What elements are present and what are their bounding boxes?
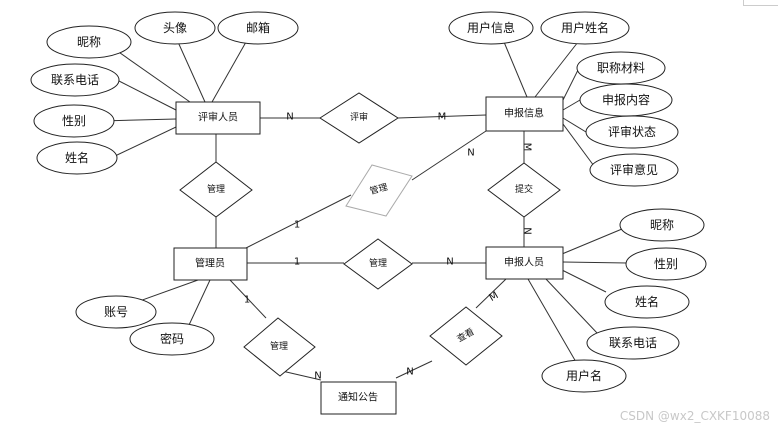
entity-label: 申报人员: [504, 256, 544, 269]
relationship-label: 评审: [350, 111, 368, 123]
relationship-manage-reviewer: 管理: [179, 161, 253, 218]
attribute-admin-account: 账号: [75, 295, 157, 329]
attribute-applicant-phone: 联系电话: [586, 326, 680, 360]
attribute-reviewer-email: 邮箱: [217, 11, 299, 45]
entity-notice: 通知公告: [320, 381, 397, 415]
attribute-label: 昵称: [650, 218, 674, 232]
attribute-label: 用户姓名: [561, 20, 609, 35]
entity-label: 通知公告: [338, 391, 378, 404]
attribute-label: 昵称: [77, 35, 101, 49]
relationship-manage-notice: 管理: [243, 317, 316, 377]
cardinality-label: N: [522, 227, 533, 234]
relationship-manage-applicant: 管理: [343, 238, 413, 290]
entity-admin: 管理员: [173, 247, 248, 281]
entity-application: 申报信息: [485, 96, 564, 132]
cardinality-label: N: [286, 112, 293, 123]
cardinality-labels: N M 1 N M N 1 N 1 N M N: [244, 112, 533, 382]
attribute-reviewer-phone: 联系电话: [30, 63, 120, 97]
entity-label: 申报信息: [504, 107, 544, 120]
relationship-submit: 提交: [487, 162, 561, 218]
relationship-manage-application: 管理: [345, 164, 413, 217]
cardinality-label: N: [406, 367, 413, 378]
attribute-label: 密码: [160, 331, 184, 346]
attribute-app-user-name: 用户姓名: [540, 11, 630, 45]
entity-label: 管理员: [195, 257, 225, 270]
relationship-review: 评审: [319, 92, 399, 144]
relationship-label: 提交: [515, 183, 533, 195]
entity-label: 评审人员: [198, 111, 238, 124]
cardinality-label: N: [467, 148, 474, 159]
attribute-reviewer-nickname: 昵称: [46, 25, 132, 59]
watermark: CSDN @wx2_CXKF10088: [619, 409, 770, 423]
attribute-app-review-status: 评审状态: [585, 115, 679, 149]
cardinality-label: N: [314, 371, 321, 382]
cardinality-label: 1: [294, 220, 300, 231]
relationship-label: 管理: [207, 183, 225, 195]
attribute-label: 用户信息: [467, 20, 515, 35]
relationship-label: 管理: [270, 340, 288, 352]
attribute-app-title-material: 职称材料: [576, 51, 666, 85]
attribute-reviewer-avatar: 头像: [134, 11, 216, 45]
cardinality-label: M: [522, 143, 533, 152]
attribute-label: 评审意见: [610, 162, 658, 177]
attribute-label: 职称材料: [597, 61, 645, 75]
attribute-admin-password: 密码: [129, 322, 215, 356]
attribute-label: 性别: [62, 114, 86, 128]
attribute-label: 邮箱: [246, 20, 270, 35]
cardinality-label: N: [446, 257, 453, 268]
attribute-label: 性别: [654, 257, 678, 271]
attribute-label: 头像: [163, 21, 187, 35]
attribute-label: 姓名: [65, 150, 89, 165]
attribute-applicant-username: 用户名: [541, 359, 627, 393]
cardinality-label: M: [438, 112, 447, 123]
attribute-label: 评审状态: [608, 124, 656, 139]
cardinality-label: 1: [294, 257, 300, 268]
attribute-label: 联系电话: [51, 73, 99, 87]
attribute-app-content: 申报内容: [579, 83, 673, 117]
attribute-app-review-opinion: 评审意见: [589, 153, 679, 187]
entity-reviewer: 评审人员: [175, 101, 261, 135]
cardinality-label: 1: [244, 295, 250, 306]
attribute-applicant-gender: 性别: [625, 247, 707, 281]
attribute-label: 联系电话: [609, 336, 657, 350]
entity-applicant: 申报人员: [485, 246, 564, 280]
attribute-applicant-name: 姓名: [604, 285, 690, 319]
attribute-applicant-nickname: 昵称: [619, 208, 705, 242]
attribute-label: 姓名: [635, 294, 659, 309]
attribute-reviewer-gender: 性别: [33, 104, 115, 138]
corner-frame-line: [743, 0, 778, 6]
attribute-label: 申报内容: [602, 92, 650, 107]
relationship-view: 查看: [429, 306, 503, 366]
cardinality-label: M: [488, 290, 501, 304]
attribute-reviewer-name: 姓名: [36, 141, 118, 175]
attribute-app-user-info: 用户信息: [448, 11, 534, 45]
connector-lines: [100, 40, 628, 381]
attribute-label: 账号: [104, 305, 128, 319]
attribute-label: 用户名: [566, 368, 602, 383]
relationship-label: 管理: [369, 257, 387, 269]
